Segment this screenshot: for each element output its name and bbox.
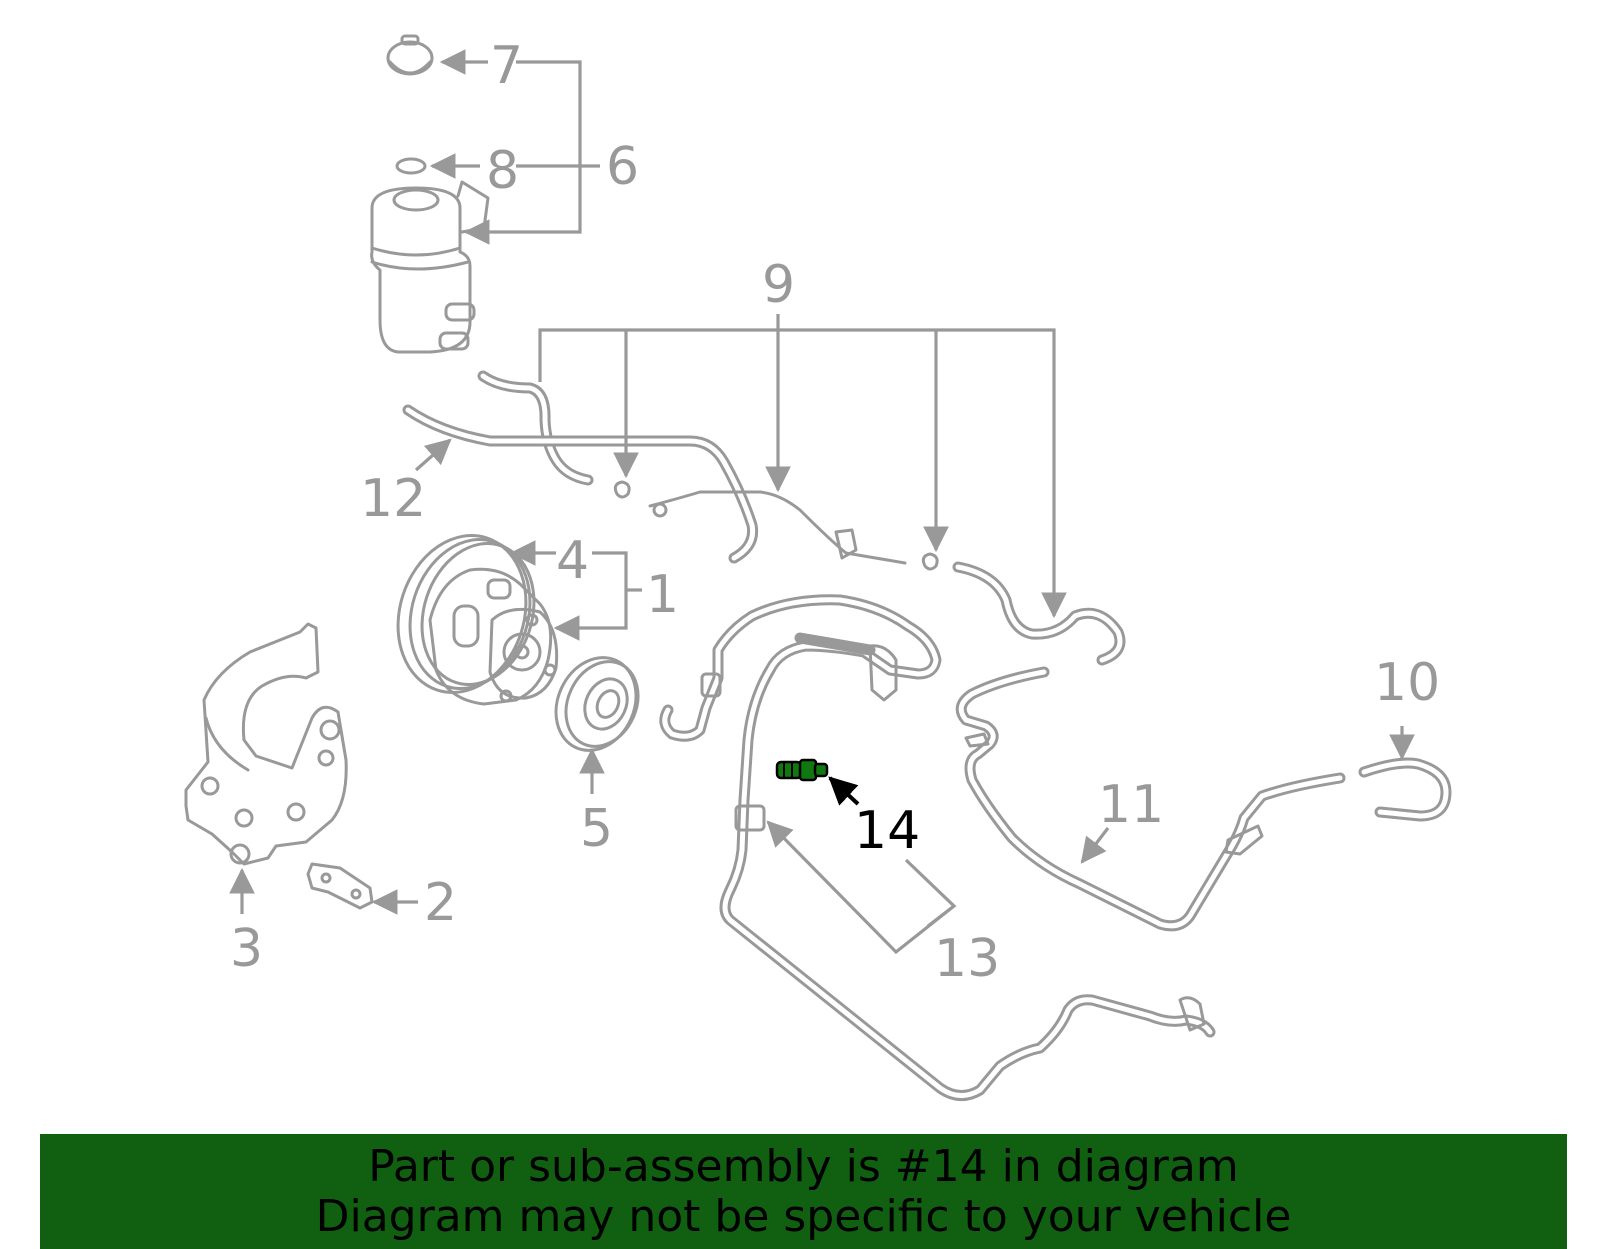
callout-14[interactable]: 14 (854, 801, 920, 861)
reservoir-drawing (370, 180, 490, 354)
callout-10: 10 (1374, 653, 1440, 713)
o-ring-drawing (395, 157, 427, 175)
callout-4: 4 (556, 531, 589, 591)
leader-lines (229, 49, 1415, 955)
pressure-hose-drawing (659, 594, 1216, 1101)
reservoir-hose-drawing (477, 370, 594, 486)
parts-diagram: 7 8 6 9 12 4 1 10 11 14 5 2 3 13 (184, 34, 1452, 1101)
info-banner: Part or sub-assembly is #14 in diagram D… (40, 1134, 1567, 1249)
callout-11: 11 (1098, 775, 1164, 835)
callout-6: 6 (606, 137, 639, 197)
callout-13: 13 (934, 929, 1000, 989)
callout-9: 9 (762, 255, 795, 315)
callout-labels: 7 8 6 9 12 4 1 10 11 14 5 2 3 13 (230, 36, 1440, 989)
callout-2: 2 (424, 873, 457, 933)
callout-12: 12 (360, 469, 426, 529)
banner-line-1: Part or sub-assembly is #14 in diagram (368, 1141, 1239, 1192)
reservoir-cap-drawing (386, 34, 434, 76)
small-bracket-drawing (306, 862, 374, 910)
return-hose-drawing (1358, 757, 1452, 822)
hose-clamps-drawing (613, 480, 939, 571)
callout-7: 7 (490, 36, 523, 96)
callout-1: 1 (646, 565, 679, 625)
callout-5: 5 (580, 799, 613, 859)
banner-line-2: Diagram may not be specific to your vehi… (315, 1191, 1292, 1242)
callout-3: 3 (230, 919, 263, 979)
cooler-tube-drawing (955, 666, 1346, 932)
supply-hose-drawing (952, 561, 1126, 666)
callout-8: 8 (486, 141, 519, 201)
return-tube-drawing (402, 404, 907, 565)
pulley-drawing (554, 656, 640, 752)
highlighted-part-14[interactable] (775, 758, 829, 782)
power-steering-pump-drawing (396, 534, 559, 706)
pump-bracket-drawing (184, 622, 348, 866)
